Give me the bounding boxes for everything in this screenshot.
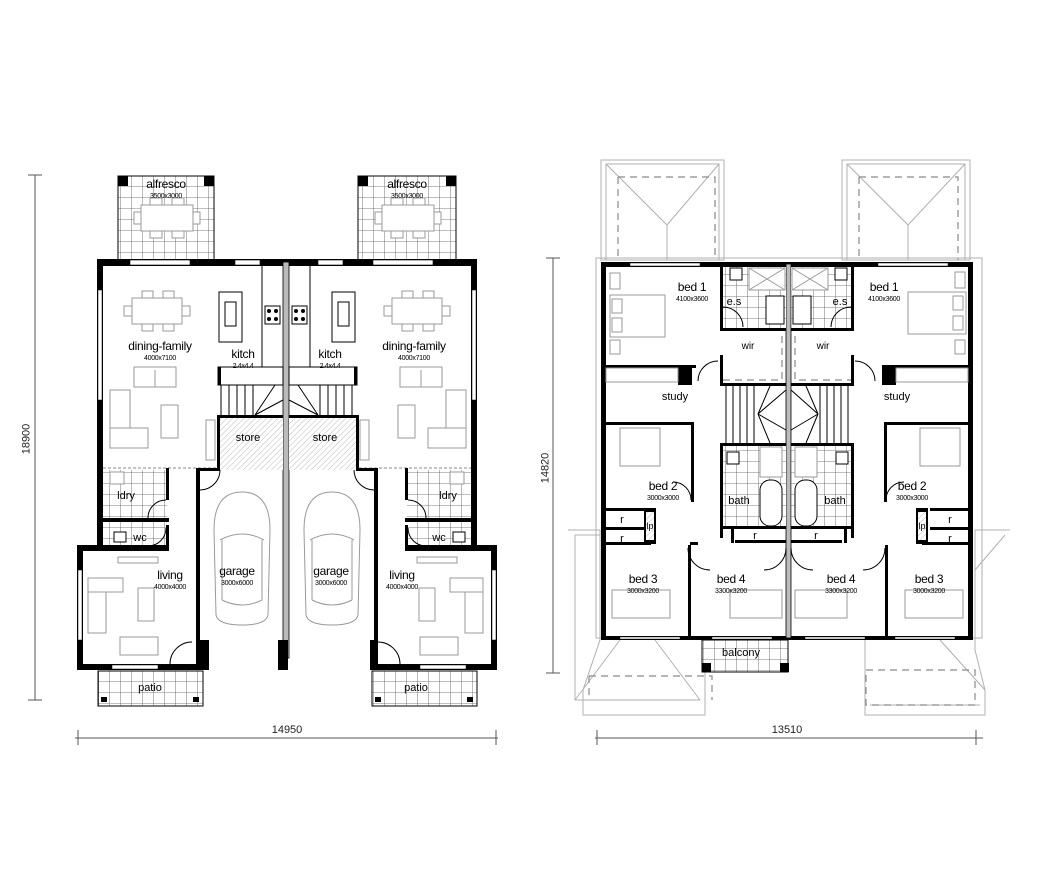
stairs-ground (220, 384, 353, 416)
upper-width-dimension (595, 730, 983, 745)
stairs-upper (725, 385, 849, 445)
patio-right-label: patio (404, 682, 428, 694)
bath-right-label: bath (824, 495, 846, 507)
ground-depth-label: 18900 (20, 423, 33, 455)
balcony (701, 639, 789, 673)
bath-left-label: bath (728, 495, 750, 507)
pantry-label: lp (918, 521, 926, 531)
ground-furniture (87, 290, 484, 656)
ground-width-label: 14950 (271, 724, 303, 736)
study-left-label: study (661, 391, 689, 403)
store-left-label: store (235, 432, 261, 444)
ground-doors (147, 469, 427, 665)
ground-floor-plan (28, 174, 498, 745)
patio-right (371, 670, 478, 707)
robe-label: r (620, 533, 624, 545)
patio-left-label: patio (138, 682, 162, 694)
wc-left-label: wc (133, 532, 147, 544)
roof-outlines (568, 159, 1010, 716)
ensuite-left-label: e.s (726, 296, 742, 308)
upper-furniture (609, 267, 967, 619)
ground-depth-dimension (28, 174, 42, 701)
ensuite-right-label: e.s (832, 296, 848, 308)
upper-doors (672, 306, 905, 571)
wc-right-label: wc (432, 532, 446, 544)
robe-label: r (620, 514, 624, 526)
upper-depth-label: 14820 (539, 452, 552, 484)
pantry-label: lp (646, 521, 654, 531)
car-icon (213, 491, 271, 626)
robe-label: r (948, 514, 952, 526)
laundry-left-label: ldry (117, 490, 135, 502)
upper-floor-plan (546, 159, 1010, 745)
store-right-label: store (312, 432, 338, 444)
balcony-label: balcony (722, 647, 760, 659)
wir-right-label: wir (816, 341, 830, 352)
robe-label: r (814, 530, 818, 542)
robe-label: r (948, 533, 952, 545)
upper-width-label: 13510 (771, 724, 803, 736)
car-icon (303, 491, 361, 626)
robe-label: r (753, 530, 757, 542)
ground-width-dimension (75, 730, 498, 745)
study-right-label: study (883, 391, 911, 403)
laundry-right-label: ldry (439, 490, 457, 502)
alfresco-left (117, 175, 215, 261)
ground-walls (77, 259, 497, 670)
patio-left (97, 670, 204, 707)
upper-depth-dimension (546, 257, 560, 674)
wir-left-label: wir (741, 341, 755, 352)
alfresco-right (357, 175, 457, 261)
